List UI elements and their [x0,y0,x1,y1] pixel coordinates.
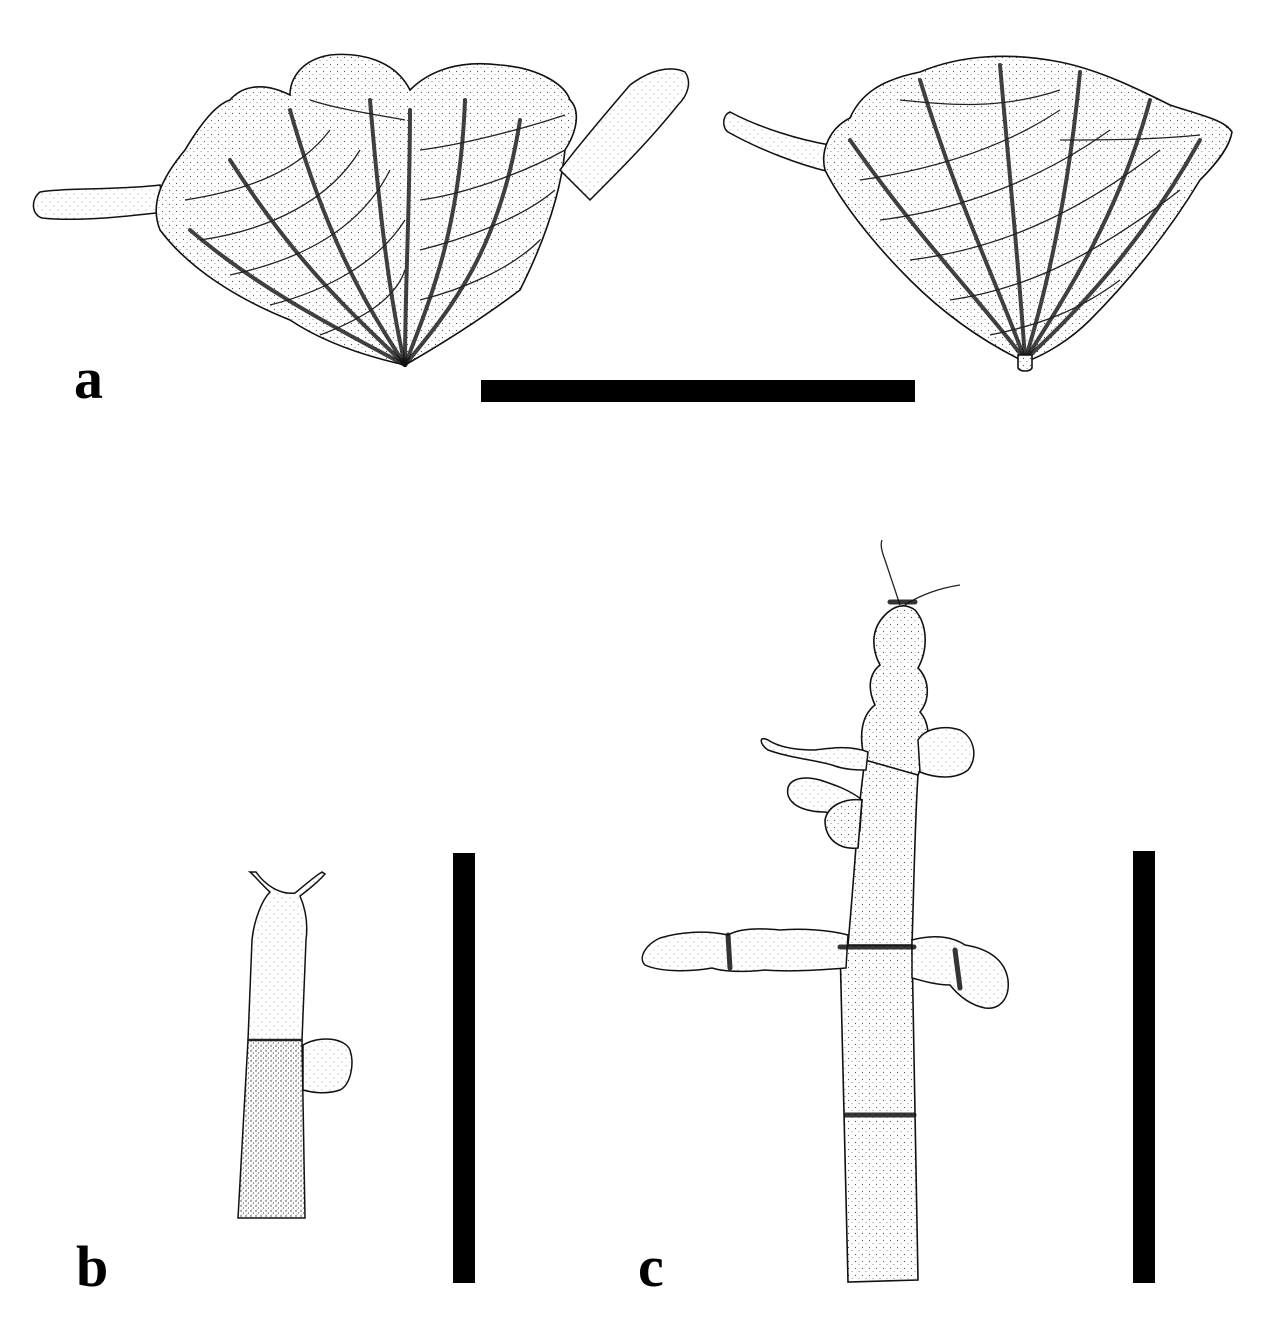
panel-b-filament [237,871,353,1219]
panel-a-right-thallus [723,55,1233,372]
panel-a-right-cell-walls [859,89,1201,336]
panel-a-right-rhizoid [723,111,831,173]
panel-a-right-stipe [1017,354,1033,372]
panel-a-left-thallus [32,53,690,367]
panel-c-septum-left-branch [725,932,733,971]
panel-a-right-veins [848,63,1202,362]
panel-a-left-rhizoid [32,184,166,221]
panel-a-left-veins [188,98,522,367]
panel-c-septum-right-branch [952,947,963,991]
panel-c-lateral-cell-upper-right [917,727,975,778]
panel-b-basal-cell [237,1039,306,1219]
panel-c-terminal-hair [880,539,961,606]
panel-c-scale-bar [1133,851,1155,1283]
panel-label-c: c [638,1234,664,1299]
panel-c-apical-chain [860,605,929,776]
panel-a-scale-bar [481,380,915,402]
panel-a-right-blade [823,55,1233,363]
panel-b-lateral-bud [302,1038,353,1094]
panel-a-left-apical-filament [559,68,690,202]
panel-a-left-blade [155,53,578,366]
panel-c-lateral-branch-upper-left [760,738,869,771]
panel-label-b: b [76,1234,109,1299]
panel-b-apical-cell [247,871,327,1041]
panel-label-a: a [74,346,103,411]
panel-a-left-cell-walls [184,99,566,336]
panel-c-lateral-cell-mid-left [824,798,863,849]
panel-c-filament [641,539,1009,1283]
panel-b-scale-bar [453,853,475,1283]
panel-c-lateral-branch-left [641,928,849,973]
